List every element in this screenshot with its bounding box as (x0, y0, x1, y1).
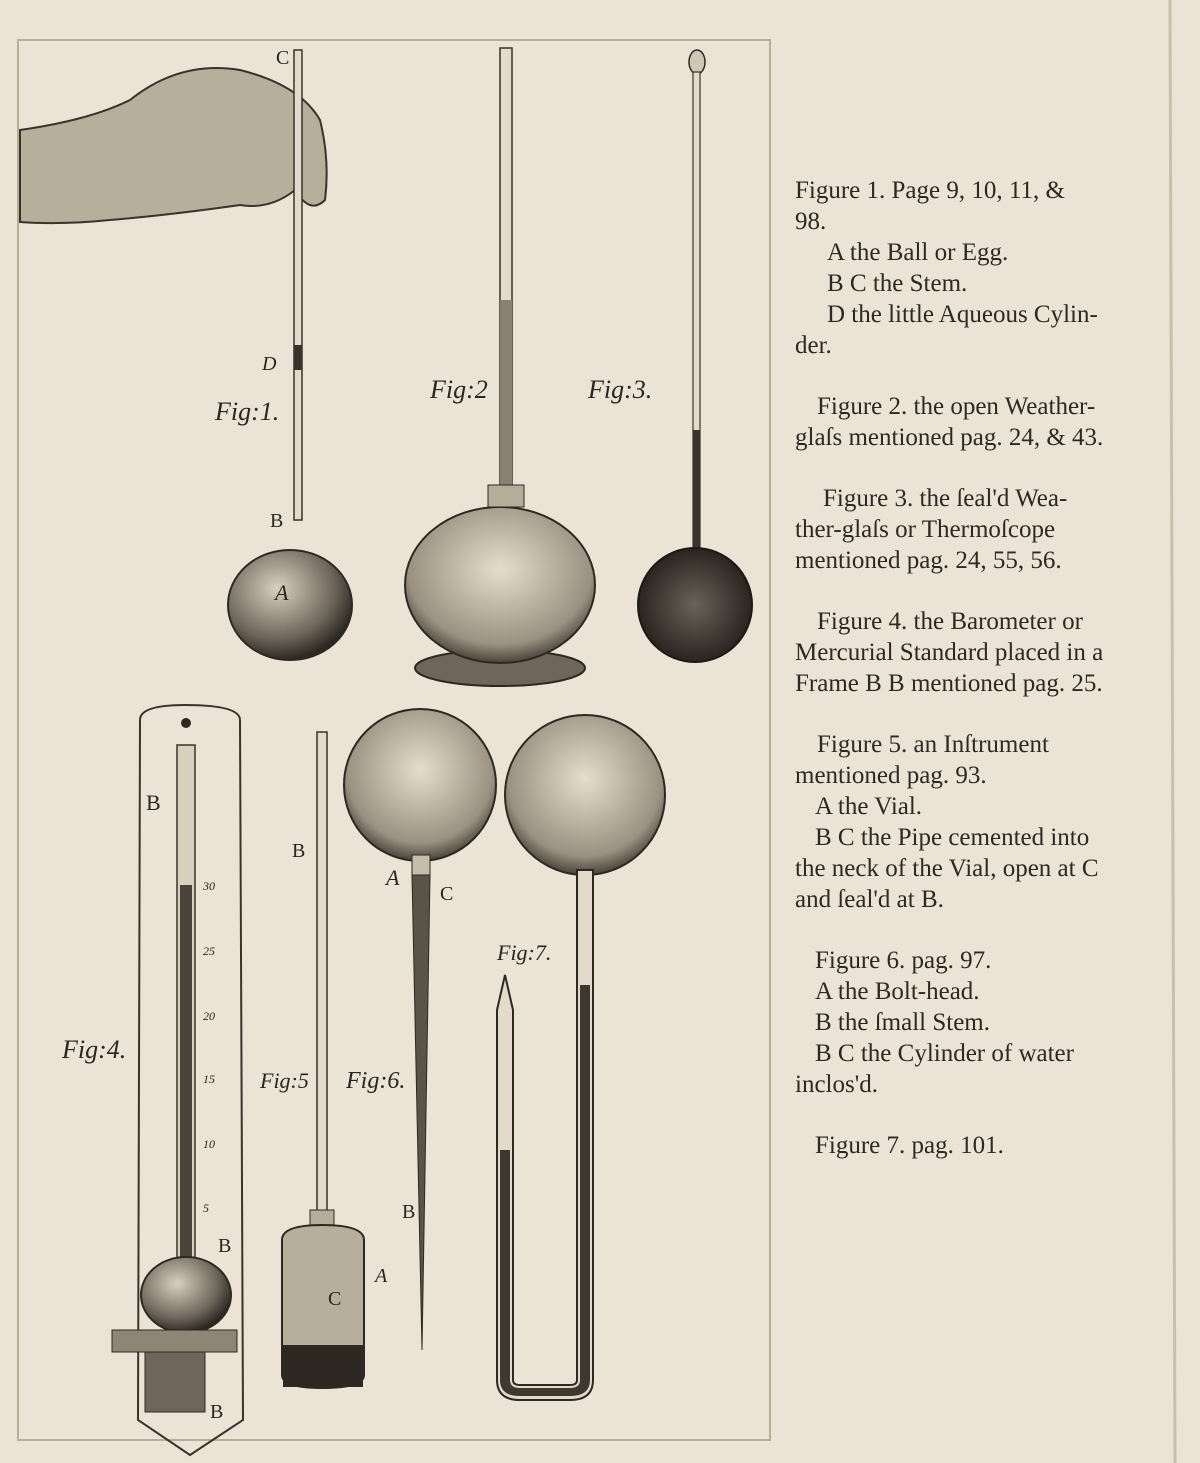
legend-figure-2: Figure 2. the open Weather- glaſs mentio… (795, 393, 1104, 451)
figure-legend: Figure 1. Page 9, 10, 11, & 98. A the Ba… (795, 175, 1175, 1191)
figure-1-thermometer: C D Fig:1. B A (19, 47, 353, 661)
legend-figure-7: Figure 7. pag. 101. (815, 1132, 1004, 1159)
figure-7-u-tube: Fig:7. (496, 714, 666, 1401)
fig1-label: Fig:1. (214, 397, 279, 426)
fig5-label: Fig:5 (259, 1068, 309, 1093)
legend-figure-5: Figure 5. an Inſtrument mentioned pag. 9… (795, 731, 1099, 913)
fig7-label: Fig:7. (496, 940, 551, 965)
legend-figure-4: Figure 4. the Barometer or Mercurial Sta… (795, 608, 1104, 697)
fig1-letter-a: A (273, 580, 289, 605)
scale-tick-20: 20 (203, 1009, 215, 1023)
scale-tick-30: 30 (202, 879, 215, 893)
scale-tick-10: 10 (203, 1137, 215, 1151)
fig1-letter-d: D (261, 353, 277, 375)
fig4-scale: 30 25 20 15 10 5 (202, 879, 215, 1215)
fig5-letter-a: A (373, 1265, 388, 1287)
fig4-letter-b-top: B (146, 790, 161, 815)
legend-figure-1: Figure 1. Page 9, 10, 11, & 98. A the Ba… (795, 177, 1098, 359)
plate-border (17, 39, 771, 1441)
fig3-label: Fig:3. (587, 375, 652, 404)
fig4-letter-b-bottom: B (210, 1401, 223, 1423)
fig6-letter-c: C (440, 883, 453, 905)
fig1-letter-c: C (276, 47, 289, 69)
fig6-letter-a: A (384, 865, 400, 890)
legend-figure-6: Figure 6. pag. 97. A the Bolt-head. B th… (795, 947, 1074, 1098)
figure-5-vial-instrument: B Fig:5 C A (259, 731, 388, 1390)
fig4-letter-b-mid: B (218, 1235, 231, 1257)
fig5-letter-c: C (328, 1288, 341, 1310)
fig5-letter-b: B (292, 840, 305, 862)
hand-illustration (19, 67, 328, 225)
fig1-letter-b: B (270, 510, 283, 532)
figure-6-bolt-head: A C Fig:6. B (343, 708, 497, 1351)
fig6-label: Fig:6. (345, 1068, 405, 1094)
scale-tick-25: 25 (203, 944, 215, 958)
scale-tick-15: 15 (203, 1072, 215, 1086)
figure-2-open-weatherglass: Fig:2 (404, 47, 596, 687)
fig2-label: Fig:2 (429, 375, 488, 404)
figure-3-sealed-weatherglass: Fig:3. (587, 49, 753, 663)
figure-4-barometer: B 30 25 20 15 10 5 Fig:4. B B (61, 703, 245, 1457)
legend-figure-3: Figure 3. the ſeal'd Wea- ther-glaſs or … (795, 485, 1068, 574)
fig6-letter-b: B (402, 1201, 415, 1223)
fig4-label: Fig:4. (61, 1035, 126, 1064)
scale-tick-5: 5 (203, 1201, 209, 1215)
